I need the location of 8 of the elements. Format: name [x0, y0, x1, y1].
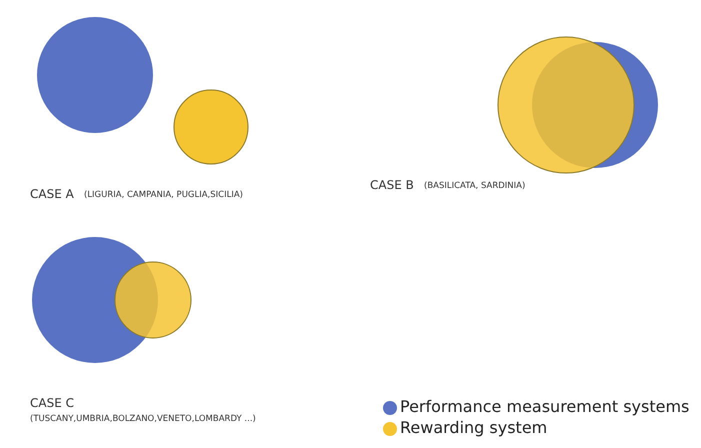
- case-title: CASE C: [30, 396, 74, 410]
- region-list: (LIGURIA, CAMPANIA, PUGLIA,SICILIA): [84, 190, 243, 200]
- legend-label: Rewarding system: [400, 418, 548, 437]
- case-title: CASE B: [370, 178, 414, 192]
- region-list: (BASILICATA, SARDINIA): [424, 181, 526, 191]
- case-title: CASE A: [30, 187, 74, 201]
- legend-label: Performance measurement systems: [400, 397, 690, 416]
- region-list: (TUSCANY,UMBRIA,BOLZANO,VENETO,LOMBARDY ...): [30, 414, 352, 424]
